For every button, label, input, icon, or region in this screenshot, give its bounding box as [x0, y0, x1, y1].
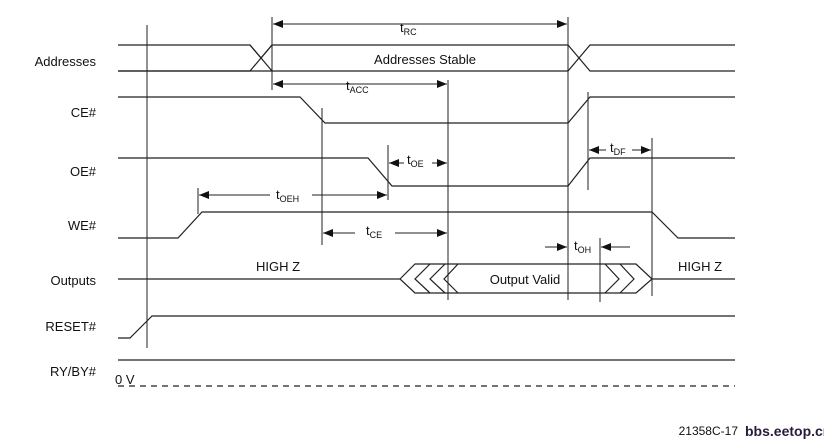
waveform-reset: [118, 315, 735, 339]
signal-label-ryby: RY/BY#: [50, 364, 97, 379]
timing-label-toh: tOH: [574, 238, 591, 255]
timing-label-toeh: tOEH: [276, 187, 299, 204]
addresses-stable-label: Addresses Stable: [374, 52, 476, 67]
timing-label-tdf: tDF: [610, 140, 626, 157]
timing-label-toe: tOE: [407, 152, 424, 169]
zero-volt-label: 0 V: [115, 372, 135, 387]
signal-label-addresses: Addresses: [35, 54, 97, 69]
signal-label-oe: OE#: [70, 164, 97, 179]
high-z-right-label: HIGH Z: [678, 259, 722, 274]
waveform-outputs: [118, 263, 735, 294]
waveform-we: [118, 211, 735, 239]
timing-label-trc: tRC: [400, 20, 417, 37]
waveform-oe: [118, 157, 735, 187]
figure-id: 21358C-17: [679, 424, 739, 438]
high-z-left-label: HIGH Z: [256, 259, 300, 274]
waveform-ce: [118, 96, 735, 124]
watermark: bbs.eetop.cn: [745, 423, 824, 439]
output-valid-label: Output Valid: [490, 272, 561, 287]
signal-label-outputs: Outputs: [50, 273, 96, 288]
waveform-addresses: [118, 44, 735, 72]
timing-arrows: [199, 20, 651, 251]
signal-label-ce: CE#: [71, 105, 97, 120]
timing-label-tce: tCE: [366, 223, 382, 240]
signal-label-reset: RESET#: [45, 319, 96, 334]
signal-label-we: WE#: [68, 218, 97, 233]
reference-lines: [146, 17, 653, 348]
timing-label-tacc: tACC: [346, 78, 369, 95]
